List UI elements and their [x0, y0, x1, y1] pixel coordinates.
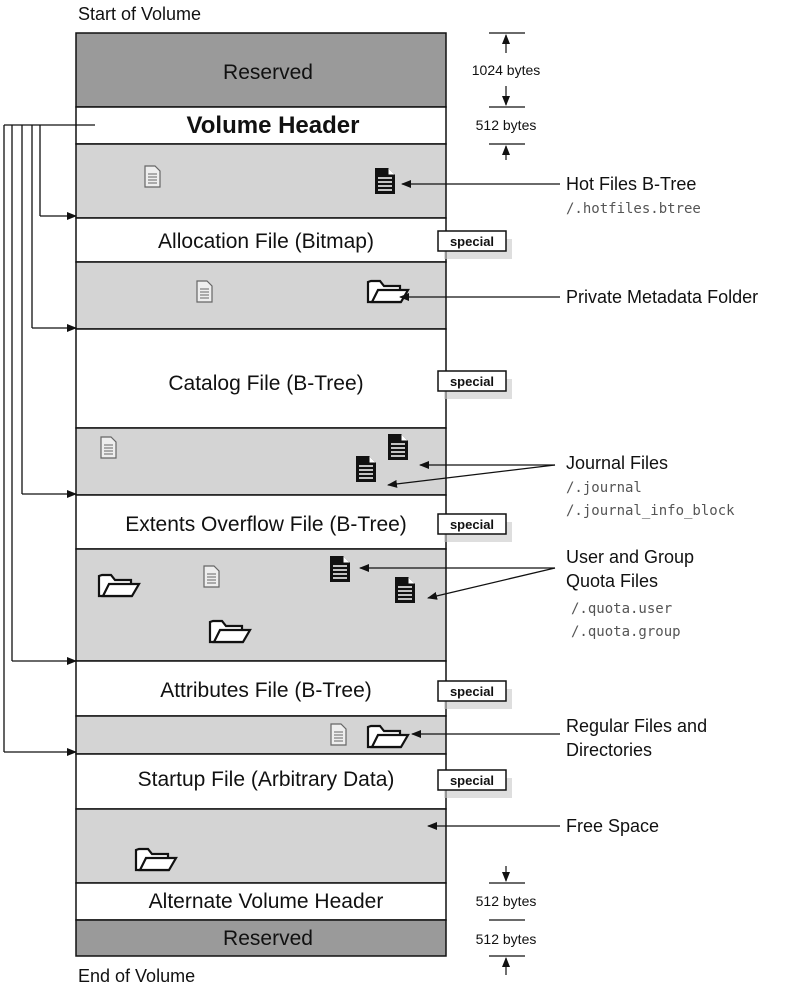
size-volume-header: 512 bytes	[476, 117, 537, 133]
special-badge-extents: special	[437, 513, 512, 542]
callout-hot-files-path: /.hotfiles.btree	[566, 201, 701, 217]
callout-private-metadata-title: Private Metadata Folder	[566, 287, 758, 307]
region-catalog-file	[75, 328, 447, 429]
region-reserved-top-label: Reserved	[223, 61, 313, 84]
special-badge-startup: special	[437, 769, 512, 798]
region-reserved-bottom-label: Reserved	[223, 927, 313, 950]
callout-quota-title-1: User and Group	[566, 547, 694, 567]
region-startup-file	[75, 753, 447, 810]
special-badge-extents-label: special	[450, 517, 494, 532]
region-extents-overflow-file-label: Extents Overflow File (B-Tree)	[125, 513, 407, 536]
region-attributes-file	[75, 660, 447, 717]
document-icon	[203, 565, 220, 588]
callout-quota-title-2: Quota Files	[566, 571, 658, 591]
document-icon	[100, 436, 117, 459]
special-badge-attributes-label: special	[450, 684, 494, 699]
volume-column: Reserved Volume Header Allocation File (…	[75, 32, 447, 957]
region-alternate-volume-header-label: Alternate Volume Header	[149, 890, 384, 913]
header-reference-lines	[3, 124, 95, 756]
region-alternate-volume-header	[75, 882, 447, 921]
document-icon	[330, 723, 347, 746]
callout-journal-path-2: /.journal_info_block	[566, 503, 735, 519]
callout-regular-title-1: Regular Files and	[566, 716, 707, 736]
callout-free-space-title: Free Space	[566, 816, 659, 836]
start-of-volume-label: Start of Volume	[78, 4, 201, 24]
special-badge-catalog: special	[437, 370, 512, 399]
callout-quota-path-1: /.quota.user	[571, 601, 672, 617]
region-free-space	[75, 808, 447, 884]
document-icon	[196, 280, 213, 303]
region-reserved-bottom	[75, 919, 447, 957]
region-startup-file-label: Startup File (Arbitrary Data)	[138, 768, 395, 791]
region-extents-overflow-file	[75, 494, 447, 550]
callout-regular-title-2: Directories	[566, 740, 652, 760]
region-quota-area	[75, 548, 447, 662]
special-badge-attributes: special	[437, 680, 512, 709]
size-markers	[489, 32, 525, 975]
special-badge-allocation-label: special	[450, 234, 494, 249]
callout-hot-files-title: Hot Files B-Tree	[566, 174, 696, 194]
region-allocation-file-label: Allocation File (Bitmap)	[158, 230, 374, 253]
size-reserved-top: 1024 bytes	[472, 62, 541, 78]
callout-arrows	[359, 180, 560, 830]
region-volume-header-label: Volume Header	[187, 112, 360, 139]
region-journal-area	[75, 427, 447, 496]
region-attributes-file-label: Attributes File (B-Tree)	[160, 679, 372, 702]
region-reserved-top	[75, 32, 447, 108]
region-catalog-file-label: Catalog File (B-Tree)	[168, 372, 363, 395]
size-reserved-bottom: 512 bytes	[476, 931, 537, 947]
callout-journal-title: Journal Files	[566, 453, 668, 473]
special-badges: special special special special special	[437, 230, 512, 798]
end-of-volume-label: End of Volume	[78, 966, 195, 986]
special-badge-catalog-label: special	[450, 374, 494, 389]
special-badge-startup-label: special	[450, 773, 494, 788]
document-icon	[144, 165, 161, 188]
callout-quota-path-2: /.quota.group	[571, 624, 681, 640]
callout-journal-path-1: /.journal	[566, 480, 642, 496]
special-badge-allocation: special	[437, 230, 512, 259]
size-alternate-volume-header: 512 bytes	[476, 893, 537, 909]
